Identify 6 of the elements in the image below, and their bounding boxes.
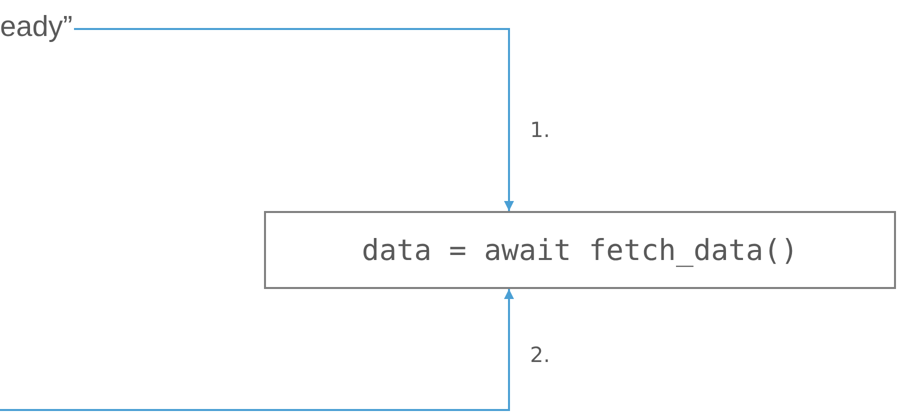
connector-arrow (0, 289, 514, 411)
edge-label: 2. (530, 345, 550, 366)
connector-arrow (74, 28, 514, 211)
edge-label: 1. (530, 120, 550, 141)
text-label: eady” (0, 13, 74, 45)
code-box: data = await fetch_data() (264, 211, 896, 289)
